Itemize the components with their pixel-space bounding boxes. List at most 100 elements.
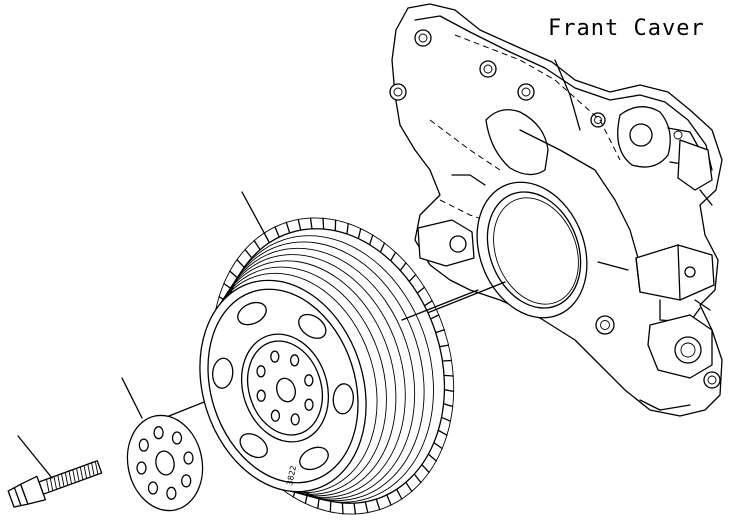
tone-wheel-tooth xyxy=(229,270,239,279)
cover-bolt-boss-5 xyxy=(590,112,606,128)
pulley-bolt xyxy=(7,460,103,508)
tone-wheel-tooth xyxy=(346,222,349,235)
washer-leader-line xyxy=(121,377,143,419)
tone-wheel-tooth xyxy=(364,501,369,514)
washer-bolt-hole xyxy=(171,431,183,445)
hub-bolt-hole xyxy=(270,350,280,363)
cover-bolt-boss-4 xyxy=(389,83,407,101)
tone-wheel-tooth xyxy=(443,374,454,377)
tone-wheel-tooth xyxy=(309,217,313,230)
washer-center-hole xyxy=(155,450,175,476)
hub-bolt-hole xyxy=(270,409,281,422)
tone-wheel-tooth xyxy=(317,497,320,510)
tone-wheel-tooth xyxy=(341,502,344,515)
tone-wheel-tooth xyxy=(437,429,448,436)
washer-bolt-hole xyxy=(181,474,192,488)
bolt-thread xyxy=(83,465,88,479)
cover-left-tab xyxy=(417,219,475,267)
hub-bolt-hole xyxy=(304,398,314,411)
tone-wheel-tooth xyxy=(443,389,455,393)
bolt-thread xyxy=(87,464,91,478)
cover-bolt-boss-1 xyxy=(414,29,432,47)
pulley-leader-line xyxy=(241,191,269,241)
cover-bolt-boss-3 xyxy=(517,83,535,101)
tone-wheel-tooth xyxy=(386,494,392,506)
bolt-thread xyxy=(72,469,76,483)
tone-wheel-tooth xyxy=(353,502,357,515)
washer-bolt-hole xyxy=(153,426,164,440)
bolt-leader-line xyxy=(17,435,53,479)
bolt-thread xyxy=(76,468,80,482)
hub-bolt-hole xyxy=(289,354,300,367)
tone-wheel-tooth xyxy=(244,248,253,259)
tone-wheel-tooth xyxy=(413,473,422,484)
pulley-center-bore xyxy=(276,377,296,403)
tone-wheel-tooth xyxy=(441,359,453,362)
bolt-thread xyxy=(91,462,95,476)
cover-lower-right-boss xyxy=(647,314,713,379)
bolt-thread xyxy=(68,470,73,484)
tone-wheel-tooth xyxy=(435,329,445,334)
pulley-window xyxy=(237,301,267,326)
bolt-thread xyxy=(64,472,69,486)
tone-wheel-tooth xyxy=(442,403,454,408)
washer-bolt-holes xyxy=(136,426,194,500)
cover-bolt-boss-7 xyxy=(595,315,615,335)
crankshaft-pulley: 3822 xyxy=(199,217,455,515)
pulley-window xyxy=(299,446,329,471)
pulley-window xyxy=(298,313,327,339)
tone-wheel-tooth xyxy=(423,300,433,307)
bolt-threads xyxy=(46,461,99,493)
front-cover-label: Frant Caver xyxy=(548,16,705,41)
washer-bolt-hole xyxy=(138,438,149,452)
cover-bolt-boss-2 xyxy=(479,60,497,78)
hub-bolt-hole xyxy=(256,389,266,402)
tone-wheel-tooth xyxy=(399,262,407,272)
tone-wheel-tooth xyxy=(429,314,440,320)
cover-pump-mount xyxy=(635,244,715,323)
tone-wheel-tooth xyxy=(396,488,403,500)
tone-wheel-tooth xyxy=(285,221,291,234)
washer-bolt-hole xyxy=(136,461,147,475)
tone-wheel-tooth xyxy=(379,242,386,253)
bolt-thread xyxy=(61,473,65,487)
tone-wheel-tooth xyxy=(408,273,417,283)
pulley-window xyxy=(332,383,354,415)
tone-wheel-tooth xyxy=(297,218,302,231)
hub-bolt-hole xyxy=(304,374,314,387)
bolt-thread xyxy=(57,475,61,489)
pulley-stamp: 3822 xyxy=(285,465,298,487)
hub-bolt-hole xyxy=(256,365,266,378)
tone-wheel-tooth xyxy=(274,226,280,238)
tone-wheel-tooth xyxy=(375,498,381,511)
bolt-thread xyxy=(94,461,99,475)
cover-upper-right-boss xyxy=(617,106,713,191)
tone-wheel-tooth xyxy=(416,286,426,294)
bolt-thread xyxy=(46,479,50,493)
pulley-hub-bolt-holes xyxy=(256,350,314,426)
bolt-thread xyxy=(53,476,57,490)
tone-wheel-tooth xyxy=(368,234,374,246)
washer-bolt-hole xyxy=(147,481,159,495)
pulley-window xyxy=(239,433,268,459)
tone-wheel-tooth xyxy=(439,344,450,348)
tone-wheel-tooth xyxy=(427,453,437,462)
bolt-thread xyxy=(49,477,54,491)
pulley-to-cover-line xyxy=(401,289,479,321)
pulley-washer xyxy=(126,414,204,512)
tone-wheel-tooth xyxy=(421,463,430,473)
bolt-thread xyxy=(79,466,84,480)
cover-bolt-boss-8 xyxy=(703,371,721,389)
hub-bolt-hole xyxy=(290,413,300,426)
tone-wheel-tooth xyxy=(322,217,325,230)
tone-wheel-tooth xyxy=(357,227,362,240)
tone-wheel-tooth xyxy=(405,481,413,493)
pulley-windows xyxy=(212,301,354,471)
tone-wheel-tooth xyxy=(236,259,245,269)
front-cover-seal-bore xyxy=(476,181,588,319)
washer-bolt-hole xyxy=(166,486,177,500)
tone-wheel-tooth xyxy=(253,239,261,251)
washer-bolt-hole xyxy=(183,451,194,465)
